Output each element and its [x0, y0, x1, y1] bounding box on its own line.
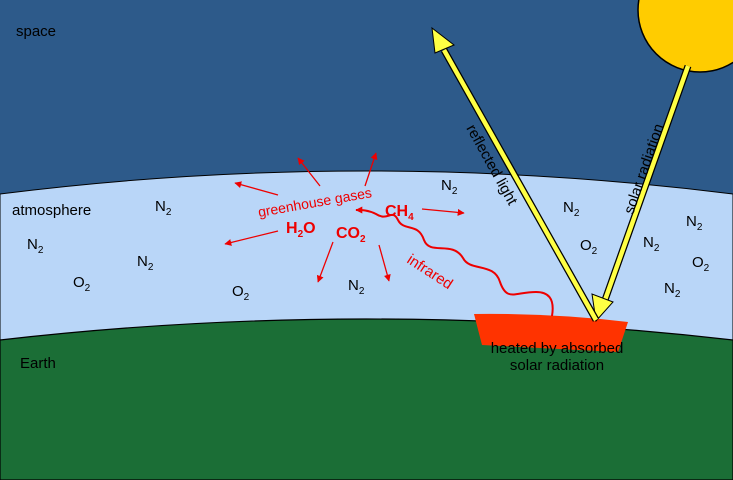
reflected-light-arrow	[431, 26, 600, 322]
heated-surface-patch	[474, 313, 628, 352]
n2-molecule: N2	[686, 213, 703, 233]
infrared-wave-arrow	[355, 206, 554, 317]
co2-formula: CO2	[336, 225, 366, 245]
n2-molecule: N2	[643, 234, 660, 254]
ch4-formula: CH4	[385, 203, 414, 223]
h2o-formula: H2O	[286, 220, 316, 240]
o2-molecule: O2	[73, 274, 91, 294]
nitrogen-molecules: N2 N2 N2 N2 N2 N2 N2 N2 N2	[27, 177, 703, 300]
n2-molecule: N2	[137, 253, 154, 273]
n2-molecule: N2	[664, 280, 681, 300]
greenhouse-emission-arrows	[224, 152, 465, 283]
n2-molecule: N2	[155, 198, 172, 218]
sun	[637, 0, 733, 73]
o2-molecule: O2	[692, 254, 710, 274]
o2-molecule: O2	[232, 283, 250, 303]
earth-label: Earth	[20, 355, 56, 372]
earth-region	[0, 318, 733, 480]
space-label: space	[16, 23, 56, 40]
n2-molecule: N2	[441, 177, 458, 197]
n2-molecule: N2	[348, 277, 365, 297]
solar-radiation-arrow	[591, 64, 692, 323]
n2-molecule: N2	[27, 236, 44, 256]
heated-label-line2: solar radiation	[510, 357, 604, 374]
atmosphere-label: atmosphere	[12, 202, 91, 219]
o2-molecule: O2	[580, 237, 598, 257]
oxygen-molecules: O2 O2 O2 O2	[73, 237, 710, 303]
n2-molecule: N2	[563, 199, 580, 219]
heated-label-line1: heated by absorbed	[491, 340, 624, 357]
